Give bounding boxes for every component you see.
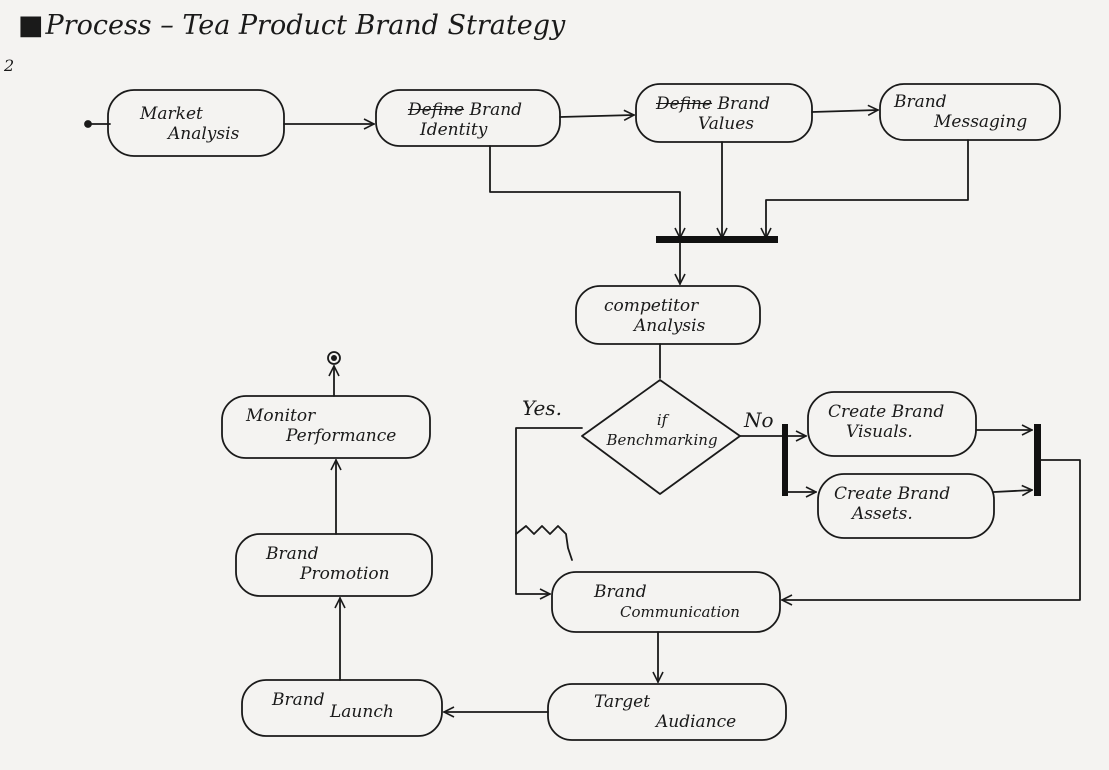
node-create-brand-visuals: Create Brand Visuals. (828, 402, 944, 442)
join-bar-right (1034, 424, 1041, 496)
label-line: Brand (272, 690, 325, 710)
title-bullet: ■ (18, 10, 44, 41)
edge-identity-to-join (489, 145, 680, 238)
edge-messaging-to-join (766, 139, 969, 238)
yes-branch-scribble (515, 525, 573, 561)
label-line: Visuals. (846, 422, 913, 442)
label-line: Create Brand (828, 402, 945, 422)
label-struck-word: Define (656, 94, 713, 114)
node-define-brand-values-shape (635, 83, 813, 143)
node-define-brand-identity-shape (375, 89, 561, 147)
label-line: Benchmarking (606, 431, 718, 449)
label-line: Audiance (656, 712, 737, 732)
branch-label-yes: Yes. (522, 396, 562, 420)
node-brand-communication-shape (551, 571, 781, 633)
label-line: Performance (286, 426, 397, 446)
label-line: Launch (330, 702, 394, 722)
branch-label-no: No (744, 408, 774, 432)
node-competitor-analysis: competitor Analysis (604, 296, 705, 336)
node-brand-promotion-shape (235, 533, 433, 597)
label-line: Promotion (300, 564, 390, 584)
node-decision: if Benchmarking (604, 410, 720, 450)
label-line: Target (594, 692, 651, 712)
node-create-brand-visuals-shape (807, 391, 977, 457)
node-define-brand-values: Define Brand Values (656, 94, 770, 134)
label-line: Create Brand (834, 484, 951, 504)
node-monitor-performance: Monitor Performance (246, 406, 396, 446)
node-monitor-performance-shape (221, 395, 431, 459)
label-line: Assets. (852, 504, 913, 524)
edge-values-to-messaging (811, 110, 878, 112)
node-create-brand-assets: Create Brand Assets. (834, 484, 950, 524)
node-brand-launch: Brand Launch (272, 690, 394, 722)
label-line: Brand (594, 582, 647, 602)
node-brand-messaging: Brand Messaging (894, 92, 1027, 132)
edge-join-to-communication (782, 459, 1081, 600)
node-brand-launch-shape (241, 679, 443, 737)
label-line: Values (698, 114, 755, 134)
label-line: Messaging (934, 112, 1028, 132)
label-line: Brand (894, 92, 947, 112)
title-text: Process – Tea Product Brand Strategy (45, 10, 566, 41)
fork-bar-right (782, 424, 788, 496)
label-line: competitor (604, 296, 699, 316)
page-marker: 2 (4, 56, 15, 75)
edge-assets-to-join (993, 490, 1032, 492)
label-line: Brand (464, 100, 523, 120)
page-title: ■Process – Tea Product Brand Strategy (18, 10, 565, 41)
label-struck-word: Define (408, 100, 465, 120)
label-line: Brand (266, 544, 319, 564)
label-line: Analysis (634, 316, 706, 336)
node-target-audience: Target Audiance (594, 692, 736, 732)
label-line: Identity (420, 120, 488, 140)
join-bar (656, 236, 778, 243)
edge-decision-yes (515, 427, 583, 594)
label-line: Market (140, 104, 203, 124)
node-brand-communication: Brand Communication (594, 582, 740, 622)
label-line: Brand (712, 94, 771, 114)
node-define-brand-identity: Define Brand Identity (408, 100, 522, 140)
label-line: Communication (620, 603, 740, 621)
node-market-analysis: Market Analysis (140, 104, 239, 144)
node-competitor-analysis-shape (575, 285, 761, 345)
node-market-analysis-shape (107, 89, 285, 157)
node-create-brand-assets-shape (817, 473, 995, 539)
node-decision-shape (581, 379, 741, 495)
label-line: Monitor (246, 406, 316, 426)
label-line: Analysis (168, 124, 240, 144)
node-brand-promotion: Brand Promotion (266, 544, 390, 584)
final-node (327, 351, 341, 365)
edge-identity-to-values (559, 115, 634, 117)
label-line: if (656, 411, 668, 429)
node-brand-messaging-shape (879, 83, 1061, 141)
